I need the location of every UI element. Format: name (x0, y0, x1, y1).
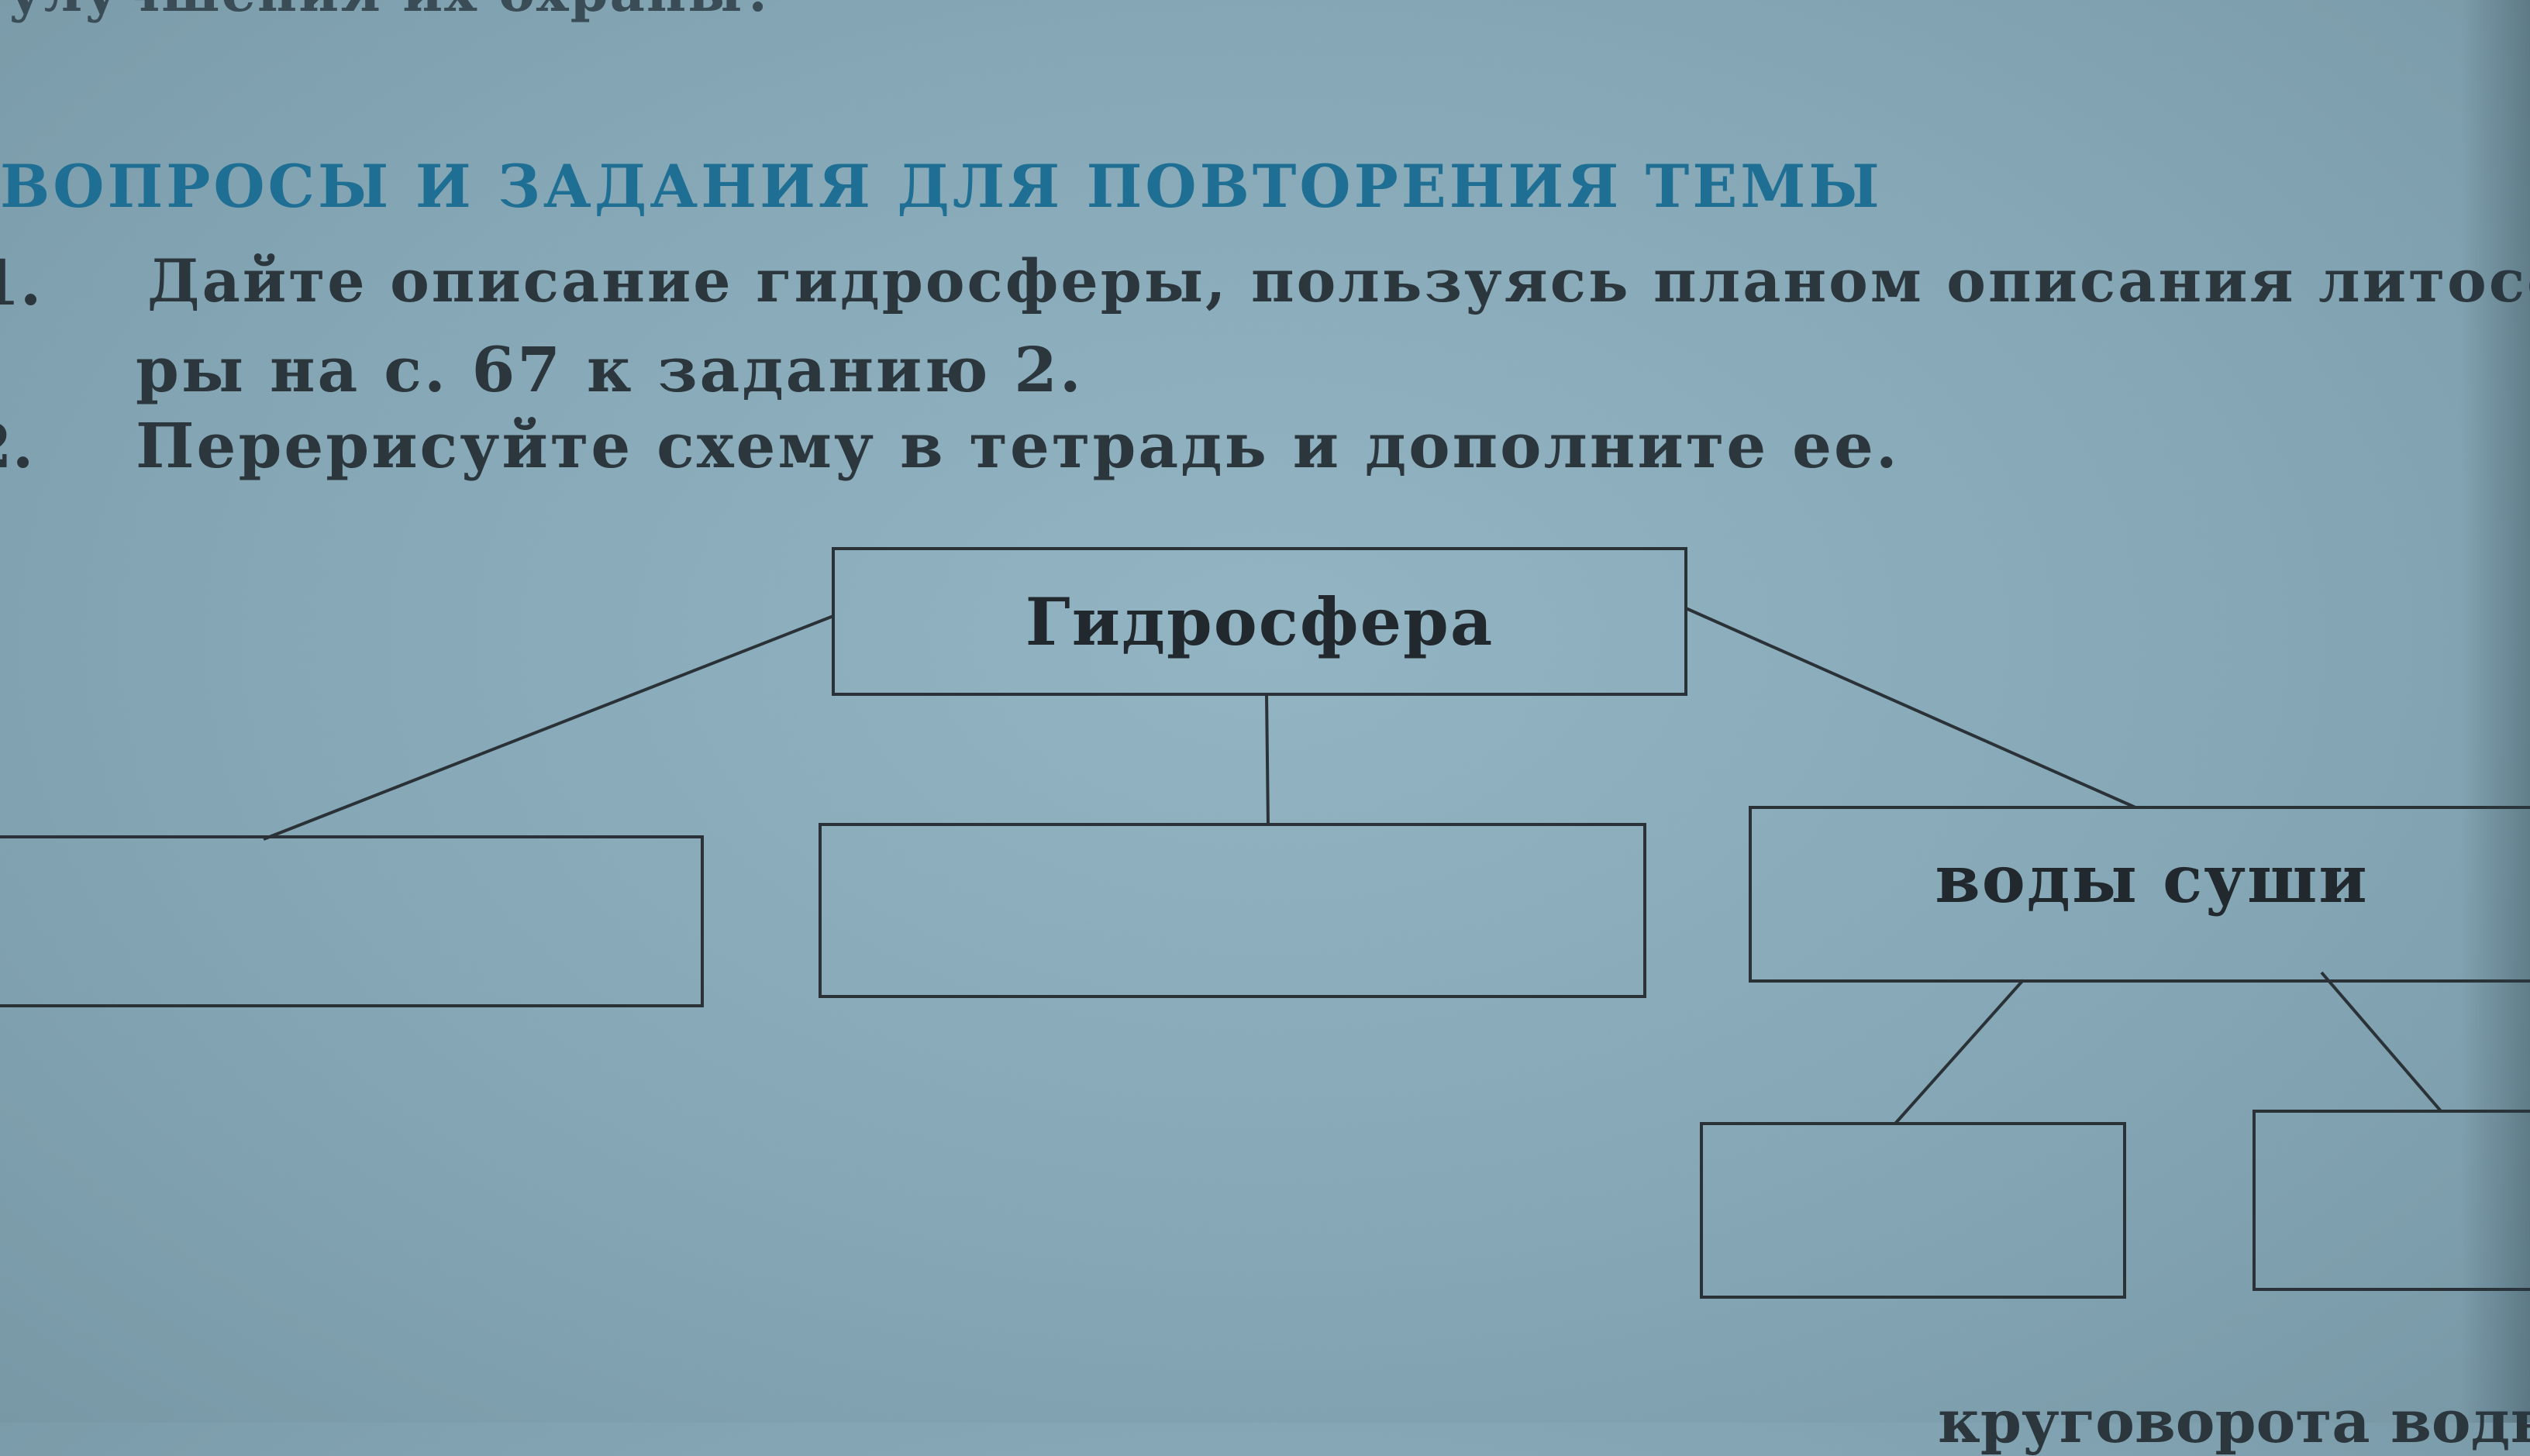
diagram-root-box: Гидросфера (832, 547, 1687, 696)
connector-right-sub-left (1894, 979, 2025, 1125)
diagram-sub-left-box (1700, 1122, 2126, 1299)
diagram-connectors (263, 607, 2443, 1125)
next-question-fragment: круговорота воды (1938, 1387, 2530, 1456)
previous-question-fragment: улучшения их охраны? (8, 0, 777, 24)
connector-right-sub-right (2320, 971, 2443, 1114)
task-2-line-1: Перерисуйте схему в тетрадь и дополните … (136, 409, 1900, 482)
diagram-sub-right-box (2253, 1110, 2530, 1291)
connector-root-left (263, 614, 834, 841)
connector-root-right (1685, 607, 2136, 809)
task-1-number: 1. (0, 246, 42, 319)
page-edge-shadow (2460, 0, 2530, 1423)
diagram-root-label: Гидросфера (1025, 583, 1494, 660)
diagram-left-box (0, 835, 704, 1007)
diagram-right-label: воды суши (1935, 840, 2369, 917)
task-2-number: 2. (0, 409, 34, 482)
task-1-line-1: Дайте описание гидросферы, пользуясь пла… (147, 246, 2530, 315)
diagram-right-box: воды суши (1749, 806, 2530, 983)
connector-root-middle (1265, 693, 1270, 826)
diagram-middle-box (819, 823, 1646, 998)
section-heading: ВОПРОСЫ И ЗАДАНИЯ ДЛЯ ПОВТОРЕНИЯ ТЕМЫ (0, 152, 1883, 221)
task-1-line-2: ры на с. 67 к заданию 2. (136, 333, 1084, 406)
